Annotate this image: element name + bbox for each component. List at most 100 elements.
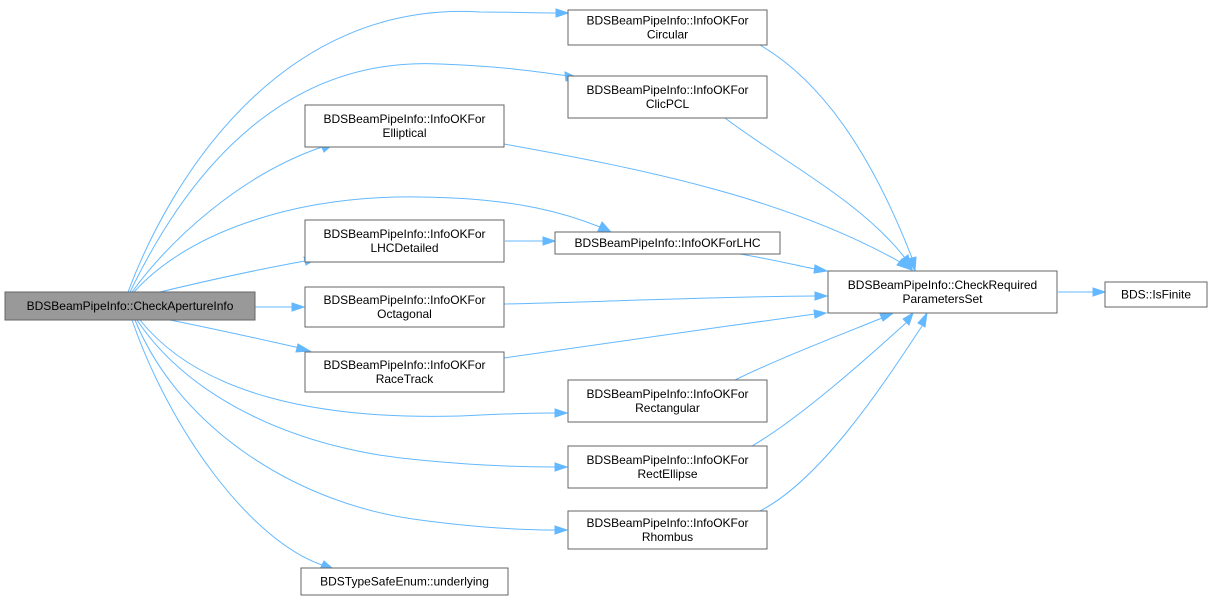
node-label-line: BDSTypeSafeEnum::underlying — [320, 575, 489, 589]
node-label-line: BDSBeamPipeInfo::InfoOKFor — [586, 516, 748, 530]
node-box — [567, 75, 768, 119]
edge-line — [133, 196, 601, 293]
node-isfinite[interactable]: BDS::IsFinite — [1104, 281, 1208, 308]
edge-line — [134, 319, 556, 531]
node-label-line: BDSBeamPipeInfo::InfoOKFor — [586, 387, 748, 401]
edge-root-to-lhcdetailed — [133, 196, 612, 293]
node-label-line: BDSBeamPipeInfo::InfoOKFor — [323, 358, 485, 372]
edge-line — [751, 321, 908, 447]
arrowhead-icon — [917, 311, 928, 328]
arrowhead-icon — [554, 462, 569, 472]
edge-octagonal-to-checkreq — [503, 291, 829, 305]
edges-layer — [127, 8, 1107, 570]
edge-lhc-to-checkreq — [739, 253, 829, 274]
node-label-line: BDSBeamPipeInfo::InfoOKFor — [586, 14, 748, 28]
edge-root-to-octagonal — [255, 302, 306, 312]
node-label-line: BDSBeamPipeInfo::InfoOKFor — [323, 112, 485, 126]
node-checkreq[interactable]: BDSBeamPipeInfo::CheckRequiredParameters… — [827, 270, 1058, 314]
node-label-line: LHCDetailed — [370, 241, 438, 255]
node-box — [304, 104, 505, 148]
node-label-line: BDSBeamPipeInfo::InfoOKFor — [323, 227, 485, 241]
arrowhead-icon — [879, 313, 894, 322]
edge-root-to-lhc — [159, 256, 318, 293]
edge-lhcdetailed-to-lhc — [505, 236, 557, 246]
node-box — [300, 567, 509, 596]
edge-line — [131, 319, 323, 566]
node-label-line: Rectangular — [635, 401, 700, 415]
edge-line — [131, 146, 323, 293]
edge-rectellipse-to-checkreq — [751, 311, 914, 447]
arrowhead-icon — [542, 236, 557, 246]
node-label-line: BDSBeamPipeInfo::CheckRequired — [848, 278, 1037, 292]
arrowhead-icon — [814, 291, 829, 301]
edge-line — [127, 10, 557, 293]
node-underlying[interactable]: BDSTypeSafeEnum::underlying — [300, 567, 509, 596]
arrowhead-icon — [813, 264, 829, 274]
node-label-line: BDSBeamPipeInfo::InfoOKFor — [323, 293, 485, 307]
edge-elliptical-to-checkreq — [503, 143, 914, 272]
arrowhead-icon — [291, 302, 306, 312]
node-label-line: ParametersSet — [902, 292, 983, 306]
edge-root-to-rectellipse — [136, 319, 569, 472]
edge-rhombus-to-checkreq — [759, 311, 928, 512]
edge-racetrack-to-checkreq — [503, 309, 828, 359]
edge-root-to-rectangular — [139, 319, 569, 418]
node-label-line: RaceTrack — [376, 372, 435, 386]
edge-root-to-circular — [127, 8, 570, 293]
node-label-line: BDSBeamPipeInfo::InfoOKFor — [586, 83, 748, 97]
node-label-line: BDSBeamPipeInfo::CheckApertureInfo — [27, 299, 234, 313]
node-label-line: RectEllipse — [637, 467, 697, 481]
edge-line — [159, 260, 306, 293]
node-box — [4, 291, 256, 321]
edge-line — [503, 143, 901, 263]
arrowhead-icon — [902, 311, 914, 326]
arrowhead-icon — [813, 309, 828, 319]
arrowhead-icon — [554, 408, 569, 418]
edge-line — [724, 117, 906, 259]
edge-line — [759, 325, 923, 512]
edge-line — [129, 63, 569, 293]
node-box — [304, 219, 505, 263]
edge-line — [139, 319, 556, 417]
edge-checkreq-to-isfinite — [1058, 287, 1107, 297]
node-label-line: Elliptical — [382, 126, 426, 140]
node-label-line: ClicPCL — [646, 97, 690, 111]
node-lhc[interactable]: BDSBeamPipeInfo::InfoOKForLHC — [554, 231, 781, 255]
edge-line — [136, 319, 556, 468]
nodes-layer: BDSBeamPipeInfo::CheckApertureInfoBDSBea… — [4, 9, 1208, 596]
node-box — [567, 510, 768, 550]
node-box — [567, 9, 768, 46]
edge-rectangular-to-checkreq — [734, 313, 894, 381]
node-box — [304, 351, 505, 393]
node-label-line: Octagonal — [377, 307, 432, 321]
node-label-line: Rhombus — [642, 530, 693, 544]
arrowhead-icon — [555, 8, 570, 18]
node-label-line: BDS::IsFinite — [1121, 288, 1191, 302]
arrowhead-icon — [295, 343, 312, 353]
edge-line — [503, 313, 816, 359]
node-label-line: BDSBeamPipeInfo::InfoOKFor — [586, 453, 748, 467]
node-box — [567, 445, 768, 489]
arrowhead-icon — [1092, 287, 1107, 297]
arrowhead-icon — [554, 525, 569, 535]
node-box — [827, 270, 1058, 314]
node-label-line: BDSBeamPipeInfo::InfoOKForLHC — [574, 236, 760, 250]
edge-root-to-underlying — [131, 319, 334, 570]
edge-line — [759, 44, 913, 259]
edge-root-to-racetrack — [169, 319, 312, 353]
node-box — [1104, 281, 1208, 308]
edge-line — [739, 253, 816, 270]
node-box — [304, 286, 505, 328]
node-root[interactable]: BDSBeamPipeInfo::CheckApertureInfo — [4, 291, 256, 321]
node-label-line: Circular — [647, 28, 688, 42]
